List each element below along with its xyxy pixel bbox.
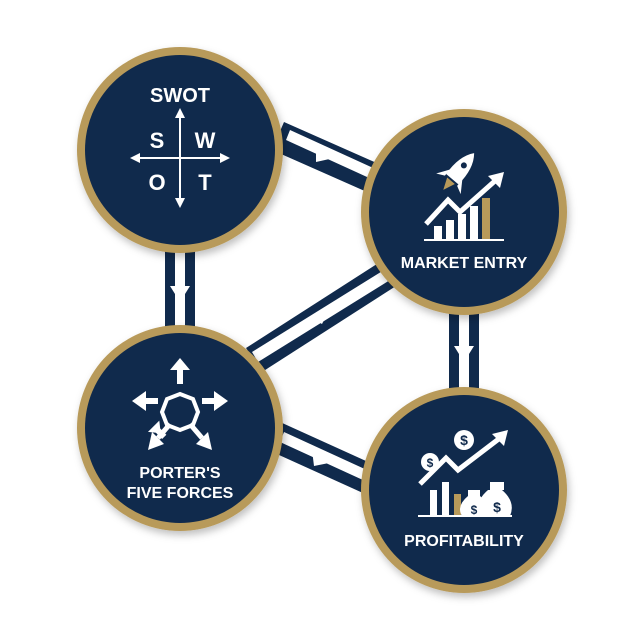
rocket-growth-chart-icon (424, 153, 504, 241)
arrow-market-entry-to-profitability (454, 346, 474, 362)
connector-swot-to-porters (165, 248, 195, 336)
swot-letter-s: S (150, 128, 165, 153)
swot-letter-t: T (198, 170, 212, 195)
node-profitability-label: PROFITABILITY (404, 533, 524, 550)
svg-text:$: $ (460, 432, 468, 448)
arrow-swot-to-market-entry (316, 148, 334, 162)
node-porters: PORTER'S FIVE FORCES (77, 325, 283, 531)
money-growth-icon: $ $ $ $ (418, 430, 512, 517)
connector-porters-to-profitability (268, 422, 386, 498)
svg-text:$: $ (493, 499, 501, 515)
node-market-entry: MARKET ENTRY (361, 109, 567, 315)
connector-market-entry-to-profitability (449, 306, 479, 398)
node-porters-label-line2: FIVE FORCES (127, 485, 234, 502)
swot-letter-w: W (195, 128, 216, 153)
connector-market-entry-to-porters (246, 262, 396, 372)
node-market-entry-label: MARKET ENTRY (401, 255, 528, 272)
node-profitability: $ $ $ $ PROFITABILITY (361, 387, 567, 593)
svg-text:$: $ (471, 503, 478, 517)
swot-letter-o: O (148, 170, 165, 195)
node-swot-label: SWOT (150, 85, 210, 107)
arrow-market-entry-to-porters (312, 304, 332, 324)
arrow-swot-to-porters (170, 286, 190, 302)
connector-swot-to-market-entry (272, 122, 388, 196)
swot-compass-icon: S W O T (130, 108, 230, 208)
node-swot: SWOT S W O T (77, 47, 283, 253)
arrow-porters-to-profitability (312, 450, 334, 466)
node-porters-label-line1: PORTER'S (139, 465, 220, 482)
svg-text:$: $ (427, 456, 434, 470)
five-forces-icon (132, 358, 228, 450)
